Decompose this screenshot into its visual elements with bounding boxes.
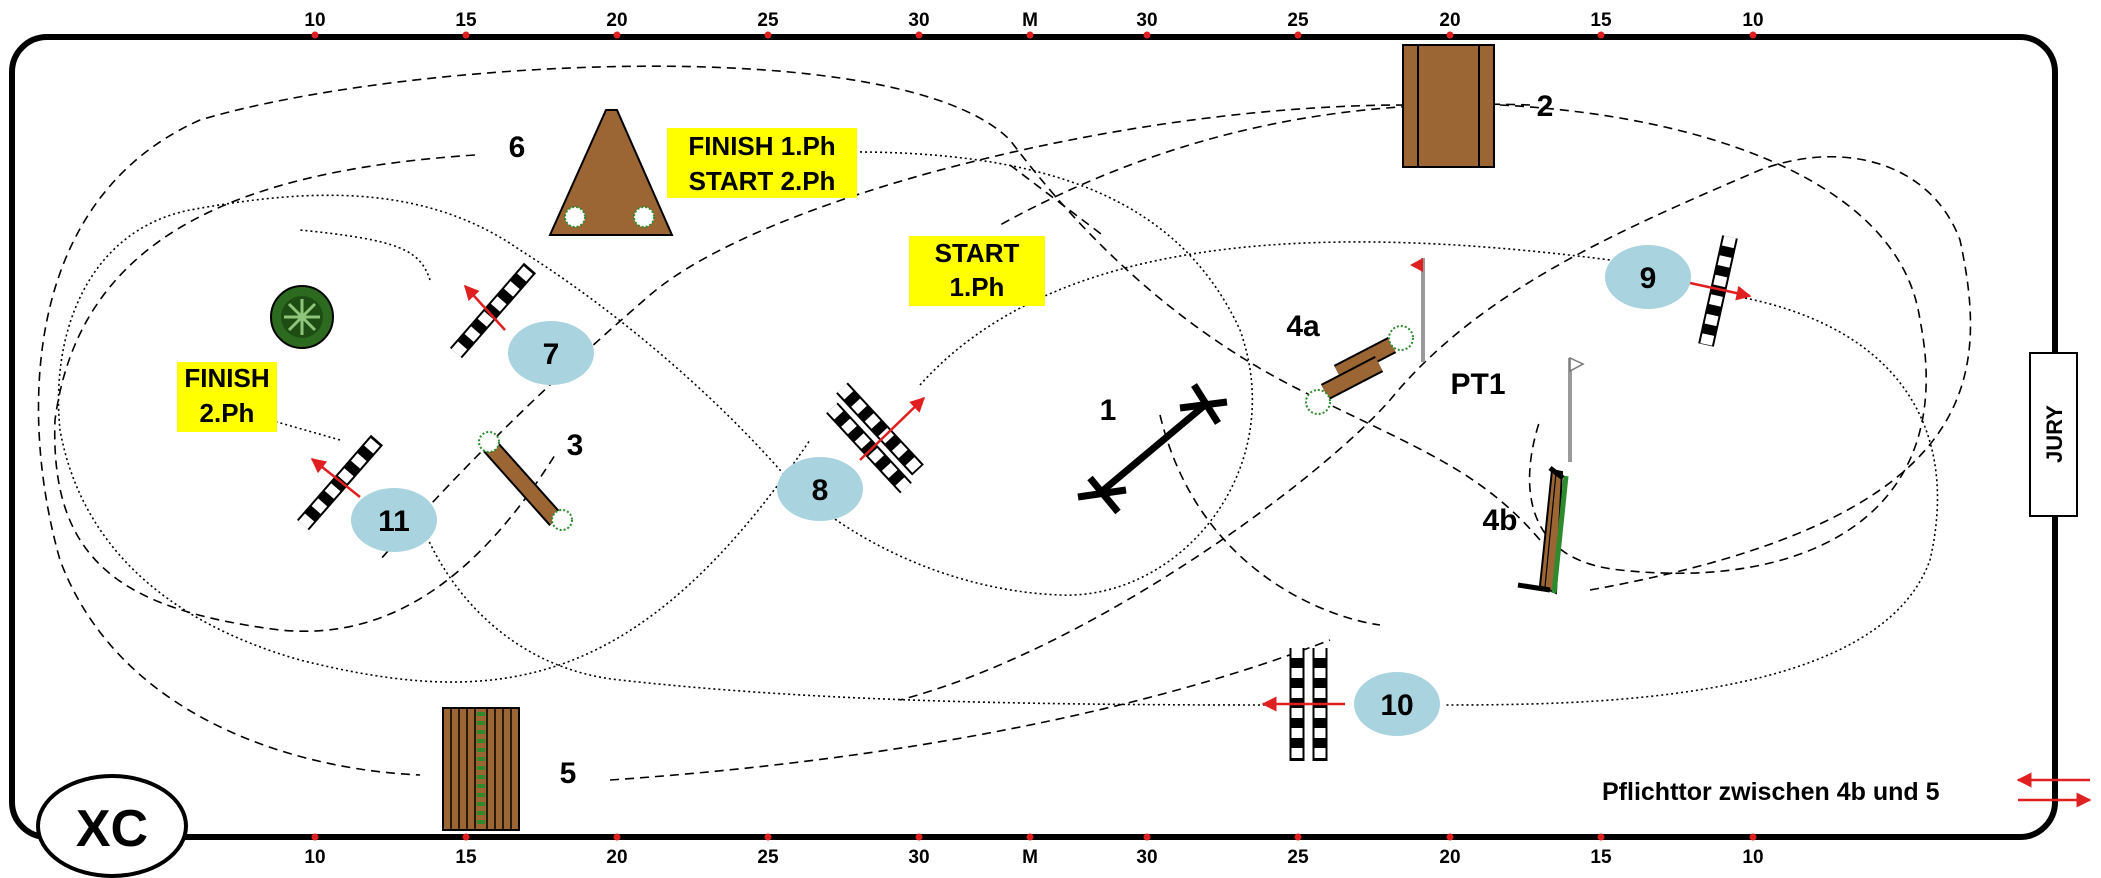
obstacle-4b-number: 4b <box>1482 504 1517 537</box>
bottom-tick: 20 <box>1439 833 1461 868</box>
obstacle-2: 2 <box>1402 44 1554 168</box>
bottom-tick: 10 <box>1742 833 1764 868</box>
start-phase1-label: START 1.Ph <box>909 236 1045 306</box>
obstacle-5: 5 <box>442 707 577 831</box>
obstacle-10-number: 10 <box>1380 689 1413 722</box>
bottom-tick: 15 <box>1590 833 1612 868</box>
bottom-tick-label: 20 <box>606 847 627 868</box>
bottom-tick-label: 15 <box>1590 847 1612 868</box>
finish-phase2-line1: FINISH <box>184 363 269 393</box>
top-tick-label: 20 <box>1439 10 1460 31</box>
bottom-tick: 30 <box>908 833 930 868</box>
finish-start-label: FINISH 1.Ph START 2.Ph <box>667 128 857 198</box>
phase2-route <box>57 151 1939 706</box>
jury-label: JURY <box>2042 405 2067 463</box>
top-tick-label: M <box>1022 10 1038 31</box>
bottom-tick-label: M <box>1022 847 1038 868</box>
xc-logo: XC <box>36 774 188 878</box>
start-phase1-line2: 1.Ph <box>950 272 1005 302</box>
top-tick-label: 25 <box>1287 10 1309 31</box>
phase1-route <box>37 65 1972 781</box>
obstacle-3: 3 <box>478 429 584 531</box>
bottom-tick: M <box>1022 833 1038 868</box>
top-tick: 15 <box>455 10 477 39</box>
obstacle-6-number: 6 <box>509 131 526 164</box>
top-scale: 10 15 20 25 30 M 30 25 20 15 10 <box>304 10 1764 39</box>
obstacle-3-number: 3 <box>567 429 584 462</box>
bottom-tick-label: 25 <box>757 847 779 868</box>
obstacle-11: 11 <box>296 434 437 552</box>
bottom-tick-label: 15 <box>455 847 477 868</box>
bottom-tick: 25 <box>1287 833 1309 868</box>
top-tick: 10 <box>1742 10 1764 39</box>
finish-phase1-line: FINISH 1.Ph <box>688 131 835 161</box>
tree-icon <box>270 285 334 349</box>
xc-logo-text: XC <box>76 800 148 858</box>
top-tick: 20 <box>606 10 628 39</box>
bottom-tick: 20 <box>606 833 628 868</box>
top-tick-label: 25 <box>757 10 779 31</box>
bottom-tick-label: 25 <box>1287 847 1309 868</box>
top-tick: 25 <box>1287 10 1309 39</box>
obstacle-8: 8 <box>777 382 926 521</box>
bottom-tick-label: 30 <box>1136 847 1157 868</box>
obstacle-4b: 4b PT1 <box>1450 356 1585 595</box>
bottom-tick: 10 <box>304 833 326 868</box>
obstacle-9-number: 9 <box>1640 262 1657 295</box>
arena-border <box>9 34 2058 840</box>
obstacle-11-number: 11 <box>378 505 410 538</box>
bottom-scale: 10 15 20 25 30 M 30 25 20 15 10 <box>304 833 1764 868</box>
obstacle-7: 7 <box>449 262 594 385</box>
top-tick-label: 20 <box>606 10 627 31</box>
obstacle-6: 6 <box>509 109 674 236</box>
obstacle-4a-number: 4a <box>1286 310 1320 343</box>
pt1-label: PT1 <box>1450 368 1505 401</box>
top-tick: 10 <box>304 10 326 39</box>
top-tick-label: 15 <box>455 10 477 31</box>
obstacle-8-number: 8 <box>812 474 829 507</box>
mandatory-gate-note: Pflichttor zwischen 4b und 5 <box>1602 772 2092 808</box>
top-tick: 30 <box>908 10 930 39</box>
jury-box: JURY <box>2029 352 2078 517</box>
obstacle-1-number: 1 <box>1100 394 1117 427</box>
bottom-tick-label: 20 <box>1439 847 1460 868</box>
top-tick-label: 30 <box>1136 10 1157 31</box>
top-tick: 25 <box>757 10 779 39</box>
start-phase1-line1: START <box>935 238 1020 268</box>
top-tick: 20 <box>1439 10 1461 39</box>
obstacle-5-number: 5 <box>560 757 577 790</box>
start-phase2-line: START 2.Ph <box>689 166 836 196</box>
top-tick-label: 10 <box>1742 10 1763 31</box>
top-tick-label: 30 <box>908 10 929 31</box>
finish-phase2-label: FINISH 2.Ph <box>177 362 277 432</box>
bottom-tick-label: 30 <box>908 847 929 868</box>
bottom-tick-label: 10 <box>304 847 325 868</box>
note-text: Pflichttor zwischen 4b und 5 <box>1602 778 1940 806</box>
obstacle-2-number: 2 <box>1537 90 1554 123</box>
top-tick: 15 <box>1590 10 1612 39</box>
finish-phase2-line2: 2.Ph <box>200 398 255 428</box>
obstacle-4a: 4a <box>1286 258 1425 415</box>
obstacle-10: 10 <box>1261 648 1440 761</box>
bottom-tick: 30 <box>1136 833 1158 868</box>
obstacle-9: 9 <box>1605 235 1752 347</box>
top-tick-label: 10 <box>304 10 325 31</box>
bottom-tick: 15 <box>455 833 477 868</box>
obstacle-7-number: 7 <box>543 338 560 371</box>
top-tick: M <box>1022 10 1038 39</box>
bottom-tick-label: 10 <box>1742 847 1763 868</box>
top-tick: 30 <box>1136 10 1158 39</box>
top-tick-label: 15 <box>1590 10 1612 31</box>
bottom-tick: 25 <box>757 833 779 868</box>
obstacle-1: 1 <box>1077 383 1228 515</box>
